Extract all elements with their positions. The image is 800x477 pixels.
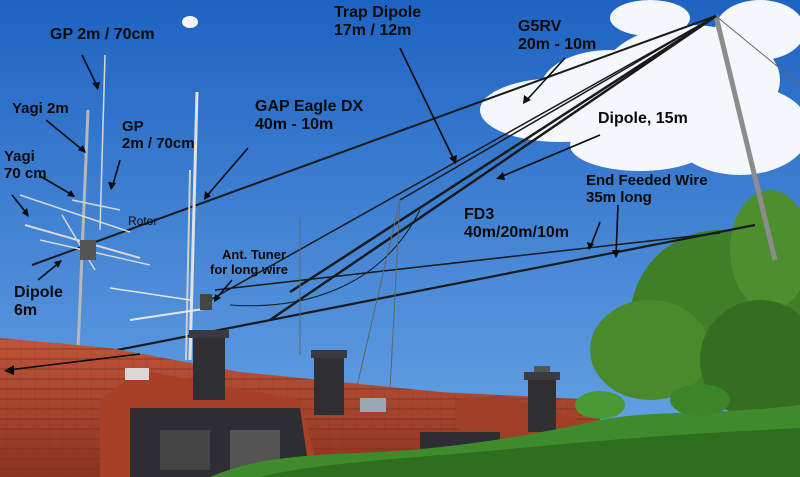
label-dipole-6m-line1: Dipole — [14, 284, 63, 301]
label-gp-mid-line1: GP — [122, 118, 144, 135]
label-rotor-line1: Rotor — [128, 214, 158, 228]
label-yagi-70cm-line1: Yagi — [4, 148, 35, 165]
label-gap-eagle-line1: GAP Eagle DX — [255, 98, 364, 115]
label-gp-top-line1: GP 2m / 70cm — [50, 26, 155, 43]
rotor-unit — [80, 240, 96, 260]
label-end-fed: End Feeded Wire 35m long — [586, 172, 708, 207]
label-gap-eagle-line2: 40m - 10m — [255, 116, 334, 134]
label-end-fed-line2: 35m long — [586, 189, 652, 207]
label-yagi-70cm-line2: 70 cm — [4, 165, 47, 183]
label-gp-top: GP 2m / 70cm — [50, 26, 155, 44]
label-trap-dipole: Trap Dipole 17m / 12m — [334, 4, 421, 41]
label-gp-mid: GP 2m / 70cm — [122, 118, 195, 153]
hedge — [210, 384, 800, 477]
gap-eagle-mast — [109, 91, 211, 361]
label-gap-eagle: GAP Eagle DX 40m - 10m — [255, 98, 363, 135]
label-dipole-15m: Dipole, 15m — [598, 110, 688, 128]
label-fd3-line2: 40m/20m/10m — [464, 224, 569, 242]
label-ant-tuner: Ant. Tuner for long wire — [210, 247, 288, 278]
label-fd3: FD3 40m/20m/10m — [464, 206, 569, 243]
tree — [590, 190, 800, 420]
label-dipole-6m: Dipole 6m — [14, 284, 63, 321]
label-yagi-70cm: Yagi 70 cm — [4, 148, 47, 183]
tall-mast — [713, 15, 778, 261]
label-gp-mid-line2: 2m / 70cm — [122, 135, 195, 153]
label-yagi-2m-line1: Yagi 2m — [12, 100, 69, 117]
label-rotor: Rotor — [128, 214, 158, 229]
label-g5rv: G5RV 20m - 10m — [518, 18, 596, 55]
label-ant-tuner-line1: Ant. Tuner — [222, 247, 287, 262]
label-g5rv-line2: 20m - 10m — [518, 36, 597, 54]
label-end-fed-line1: End Feeded Wire — [586, 172, 708, 189]
wires — [4, 14, 756, 396]
label-dipole-6m-line2: 6m — [14, 302, 38, 320]
chimneys — [189, 330, 560, 432]
label-fd3-line1: FD3 — [464, 206, 495, 223]
label-trap-dipole-line2: 17m / 12m — [334, 22, 412, 40]
label-dipole-15m-line1: Dipole, 15m — [598, 110, 688, 127]
label-yagi-2m: Yagi 2m — [12, 100, 69, 117]
clouds — [182, 0, 800, 175]
label-g5rv-line1: G5RV — [518, 18, 562, 35]
label-ant-tuner-line2: for long wire — [210, 261, 288, 277]
label-trap-dipole-line1: Trap Dipole — [334, 4, 422, 21]
tuner-box — [200, 294, 212, 310]
arrow-heads — [4, 82, 620, 375]
